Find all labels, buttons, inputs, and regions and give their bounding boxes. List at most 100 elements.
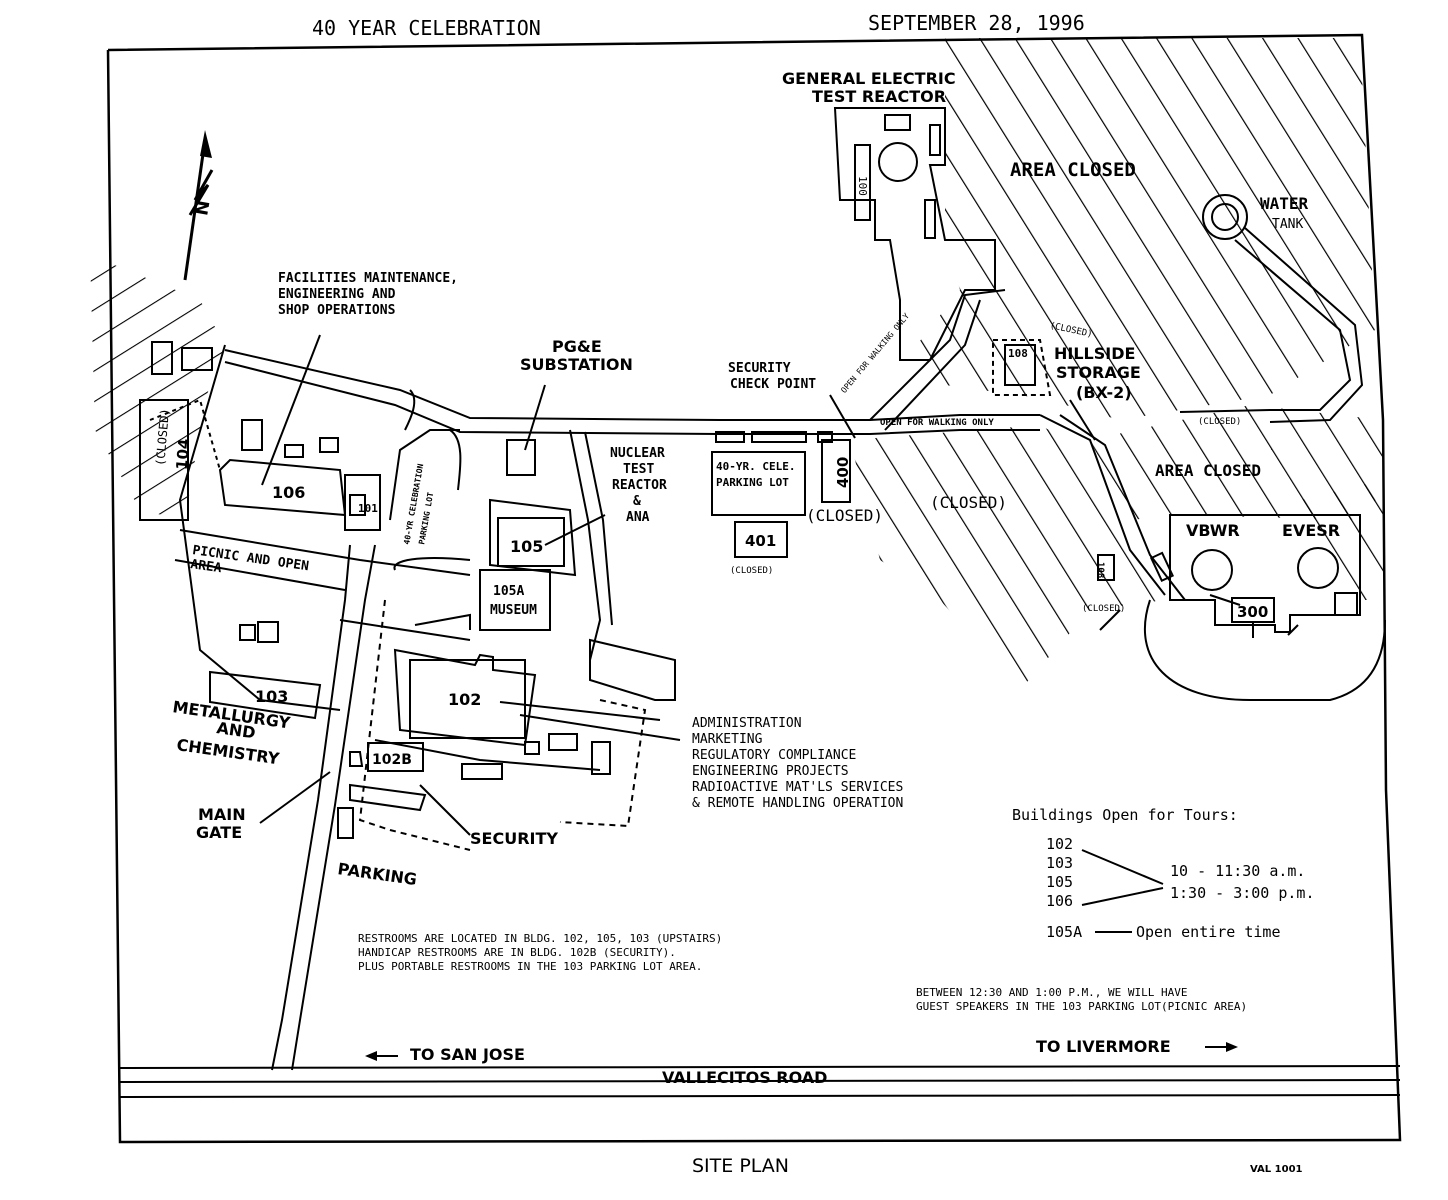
building-103-label: 103	[255, 687, 288, 706]
vbwr-evesr-complex	[1169, 514, 1361, 638]
tour-time-2: 1:30 - 3:00 p.m.	[1170, 884, 1315, 902]
header-title: 40 YEAR CELEBRATION	[312, 16, 541, 40]
admin-item: REGULATORY COMPLIANCE	[692, 748, 856, 763]
building-108-label: 108	[1008, 347, 1028, 360]
building-102b-label: 102B	[372, 752, 412, 768]
closed-400-label: (CLOSED)	[806, 506, 883, 525]
building-102-label: 102	[448, 690, 481, 709]
closed-area-east	[1090, 405, 1384, 520]
closed-mid-label: (CLOSED)	[930, 493, 1007, 512]
map-border	[106, 33, 1402, 1144]
water-tank-label-1: WATER	[1260, 194, 1309, 213]
building-101-label: 101	[358, 502, 378, 515]
metallurgy-label-3: CHEMISTRY	[175, 735, 280, 768]
building-108b-label: 108	[1095, 562, 1105, 578]
leader-lines	[259, 334, 1299, 933]
buildings-center-east	[711, 431, 1175, 583]
tour-extra-note: Open entire time	[1136, 923, 1281, 941]
ntr-label-5: ANA	[626, 510, 650, 525]
footer-ref: VAL 1001	[1250, 1164, 1303, 1175]
vallecitos-road-label: VALLECITOS ROAD	[662, 1068, 827, 1087]
building-400-label: 400	[834, 457, 852, 488]
closed-401-label: (CLOSED)	[730, 566, 773, 576]
metallurgy-label-2: AND	[215, 718, 256, 742]
tours-heading: Buildings Open for Tours:	[1012, 806, 1238, 824]
facilities-label-1: FACILITIES MAINTENANCE,	[278, 271, 458, 286]
area-closed-label-1: AREA CLOSED	[1010, 159, 1136, 181]
parking-label: PARKING	[336, 859, 418, 889]
speaker-line: GUEST SPEAKERS IN THE 103 PARKING LOT(PI…	[916, 1000, 1247, 1013]
north-arrow-icon	[183, 130, 214, 281]
restroom-notes: RESTROOMS ARE LOCATED IN BLDG. 102, 105,…	[358, 932, 722, 973]
admin-item: ENGINEERING PROJECTS	[692, 764, 849, 779]
cele-lot-label-1: 40-YR. CELE.	[716, 460, 795, 473]
water-tank	[1202, 194, 1248, 240]
closed-area-west	[90, 255, 225, 520]
building-104-label: 104	[173, 438, 194, 471]
tour-extra-building: 105A	[1046, 923, 1082, 941]
closed-104-label: (CLOSED)	[153, 408, 172, 467]
pge-label-1: PG&E	[552, 337, 602, 356]
tour-time-1: 10 - 11:30 a.m.	[1170, 862, 1305, 880]
restroom-line: RESTROOMS ARE LOCATED IN BLDG. 102, 105,…	[358, 932, 722, 945]
buildings-west	[139, 341, 381, 767]
vbwr-label: VBWR	[1186, 521, 1240, 540]
tour-building: 106	[1046, 892, 1073, 910]
facilities-label-3: SHOP OPERATIONS	[278, 303, 396, 318]
footer-title: SITE PLAN	[692, 1155, 789, 1177]
closed-area-northeast	[905, 38, 1375, 420]
buildings-center	[337, 439, 676, 839]
admin-list: ADMINISTRATION MARKETING REGULATORY COMP…	[692, 716, 903, 811]
main-gate-label-1: MAIN	[198, 805, 246, 824]
security-checkpoint-label-1: SECURITY	[728, 361, 791, 376]
restroom-line: HANDICAP RESTROOMS ARE IN BLDG. 102B (SE…	[358, 946, 676, 959]
pge-label-2: SUBSTATION	[520, 355, 633, 374]
building-105-label: 105	[510, 537, 543, 556]
ge-label-line2: TEST REACTOR	[812, 87, 946, 106]
museum-label-1: 105A	[493, 584, 524, 599]
closed-area-east-small	[1300, 480, 1383, 600]
speaker-line: BETWEEN 12:30 AND 1:00 P.M., WE WILL HAV…	[916, 986, 1188, 999]
closed-small-label: (CLOSED)	[1082, 604, 1125, 614]
to-san-jose-label: TO SAN JOSE	[410, 1045, 525, 1064]
admin-item: RADIOACTIVE MAT'LS SERVICES	[692, 780, 903, 795]
tour-building: 103	[1046, 854, 1073, 872]
ge-test-reactor	[833, 107, 996, 361]
admin-item: ADMINISTRATION	[692, 716, 802, 731]
closed-right-label: (CLOSED)	[1198, 417, 1241, 427]
hillside-label-2: STORAGE	[1056, 363, 1141, 382]
hillside-storage	[992, 339, 1052, 396]
cele-lot-label-2: PARKING LOT	[716, 476, 789, 489]
header-date: SEPTEMBER 28, 1996	[868, 11, 1085, 35]
restroom-line: PLUS PORTABLE RESTROOMS IN THE 103 PARKI…	[358, 960, 702, 973]
ntr-label-2: TEST	[623, 462, 654, 477]
tours-info: Buildings Open for Tours: 102 103 105 10…	[1012, 806, 1315, 941]
admin-item: MARKETING	[692, 732, 763, 747]
speaker-note: BETWEEN 12:30 AND 1:00 P.M., WE WILL HAV…	[916, 986, 1247, 1013]
ge-label-line1: GENERAL ELECTRIC	[782, 69, 956, 88]
north-letter: N	[191, 199, 214, 217]
water-tank-label-2: TANK	[1272, 217, 1303, 232]
cele-vertical-label-2: PARKING LOT	[417, 491, 435, 545]
museum-label-2: MUSEUM	[490, 603, 537, 618]
hillside-label-1: HILLSIDE	[1054, 344, 1135, 363]
building-106-label: 106	[272, 483, 305, 502]
arrow-to-livermore-icon	[1205, 1042, 1238, 1052]
hillside-label-3: (BX-2)	[1076, 383, 1132, 402]
main-gate-label-2: GATE	[196, 823, 242, 842]
ntr-label-4: &	[633, 494, 641, 509]
arrow-to-san-jose-icon	[365, 1051, 398, 1061]
building-401-label: 401	[745, 532, 776, 550]
security-label: SECURITY	[470, 829, 558, 848]
facilities-label-2: ENGINEERING AND	[278, 287, 396, 302]
to-livermore-label: TO LIVERMORE	[1036, 1037, 1171, 1056]
closed-area-center	[850, 425, 1165, 690]
picnic-label-2: AREA	[189, 557, 222, 576]
ntr-label-1: NUCLEAR	[610, 446, 665, 461]
tour-building: 102	[1046, 835, 1073, 853]
building-300-label: 300	[1237, 603, 1268, 621]
ntr-label-3: REACTOR	[612, 478, 667, 493]
admin-item: & REMOTE HANDLING OPERATION	[692, 796, 903, 811]
security-checkpoint-label-2: CHECK POINT	[730, 377, 816, 392]
